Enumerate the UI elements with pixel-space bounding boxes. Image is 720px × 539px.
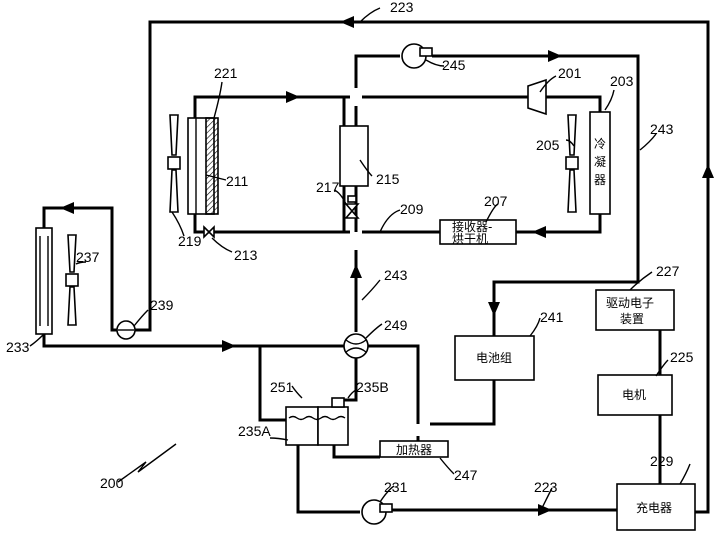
chiller-215 xyxy=(339,125,369,187)
label-209: 209 xyxy=(400,201,424,217)
label-213: 213 xyxy=(234,247,258,263)
tank-235B xyxy=(317,406,349,446)
label-219: 219 xyxy=(178,233,202,249)
arrow-223-bottom xyxy=(538,504,552,516)
label-235B: 235B xyxy=(356,379,389,395)
label-243-mid: 243 xyxy=(384,267,408,283)
pipe-radiator-loop xyxy=(42,206,120,332)
valve-239-icon xyxy=(116,320,136,340)
label-223-top: 223 xyxy=(390,0,414,15)
battery-label: 电池组 xyxy=(476,351,512,365)
arrow-243-right xyxy=(702,164,714,178)
charger-label: 充电器 xyxy=(636,500,672,515)
receiver-label-2: 烘干机 xyxy=(452,232,488,246)
tank-liquid-line xyxy=(288,415,346,421)
evaporator-hatch xyxy=(205,117,219,215)
arrow-coolant-top xyxy=(548,50,562,62)
label-227: 227 xyxy=(656,263,680,279)
motor-225 xyxy=(597,374,673,416)
pipe-radiator-bottom xyxy=(42,334,344,348)
drive-electronics-227 xyxy=(595,289,675,331)
label-247: 247 xyxy=(454,467,478,483)
label-249: 249 xyxy=(384,317,408,333)
pump-245-icon xyxy=(401,43,433,69)
label-237: 237 xyxy=(76,249,100,265)
label-229: 229 xyxy=(650,453,674,469)
valve-217-stem xyxy=(347,195,357,203)
heater-247 xyxy=(379,440,449,458)
label-221: 221 xyxy=(214,65,238,81)
tank-cap xyxy=(331,397,345,408)
fan-219-icon xyxy=(167,114,181,213)
label-251: 251 xyxy=(270,379,294,395)
label-215: 215 xyxy=(376,171,400,187)
arrow-radiator-bottom xyxy=(222,340,236,352)
label-201: 201 xyxy=(558,65,582,81)
pump-231-icon xyxy=(361,499,393,525)
valve-213-icon xyxy=(203,225,215,239)
electronics-label-1: 驱动电子 xyxy=(606,296,654,310)
arrow-223-top xyxy=(340,16,354,28)
label-231: 231 xyxy=(384,479,408,495)
motor-label: 电机 xyxy=(622,388,646,402)
condenser-label-1: 冷 xyxy=(594,137,606,151)
receiver-label-1: 接收器- xyxy=(452,219,492,234)
label-200: 200 xyxy=(100,475,124,491)
valve-217-icon xyxy=(344,203,360,219)
label-223-bottom: 223 xyxy=(534,479,558,495)
label-211: 211 xyxy=(226,173,249,189)
condenser-label-2: 凝 xyxy=(594,154,606,169)
arrow-coolant-up xyxy=(350,264,362,278)
condenser-label-3: 器 xyxy=(594,173,606,187)
leader-lines xyxy=(29,7,691,513)
pipe-valve-249-left xyxy=(258,344,344,422)
valve-249-icon xyxy=(343,333,369,359)
fan-237-icon xyxy=(65,234,79,326)
pipe-battery-to-heater xyxy=(430,380,496,426)
pipe-valve-249-down xyxy=(334,358,358,402)
label-225: 225 xyxy=(670,349,694,365)
electronics-label-2: 装置 xyxy=(620,312,644,326)
label-241: 241 xyxy=(540,309,564,325)
arrow-battery-down xyxy=(488,302,500,316)
arrow-radiator-top xyxy=(60,202,74,214)
label-203: 203 xyxy=(610,73,634,89)
pipe-loop-223-top xyxy=(130,20,710,500)
label-239: 239 xyxy=(150,297,174,313)
receiver-dryer-207 xyxy=(439,219,517,245)
label-205: 205 xyxy=(536,137,560,153)
label-243-right: 243 xyxy=(650,121,674,137)
fan-205-icon xyxy=(565,114,579,213)
arrow-refrigerant-bottom xyxy=(532,226,546,238)
label-233: 233 xyxy=(6,339,30,355)
label-217: 217 xyxy=(316,179,340,195)
pipe-valve-249-right xyxy=(368,344,420,446)
condenser-203 xyxy=(589,111,611,215)
arrow-refrigerant-top xyxy=(286,91,300,103)
compressor-201-icon xyxy=(527,78,547,116)
radiator-233 xyxy=(35,227,53,335)
label-245: 245 xyxy=(442,57,466,73)
battery-241 xyxy=(454,335,535,381)
label-235A: 235A xyxy=(238,423,271,439)
label-207: 207 xyxy=(484,193,508,209)
pipe-pump-to-tank xyxy=(296,445,360,514)
charger-229 xyxy=(616,483,696,531)
heater-label: 加热器 xyxy=(396,443,432,457)
tank-235A xyxy=(285,406,319,446)
